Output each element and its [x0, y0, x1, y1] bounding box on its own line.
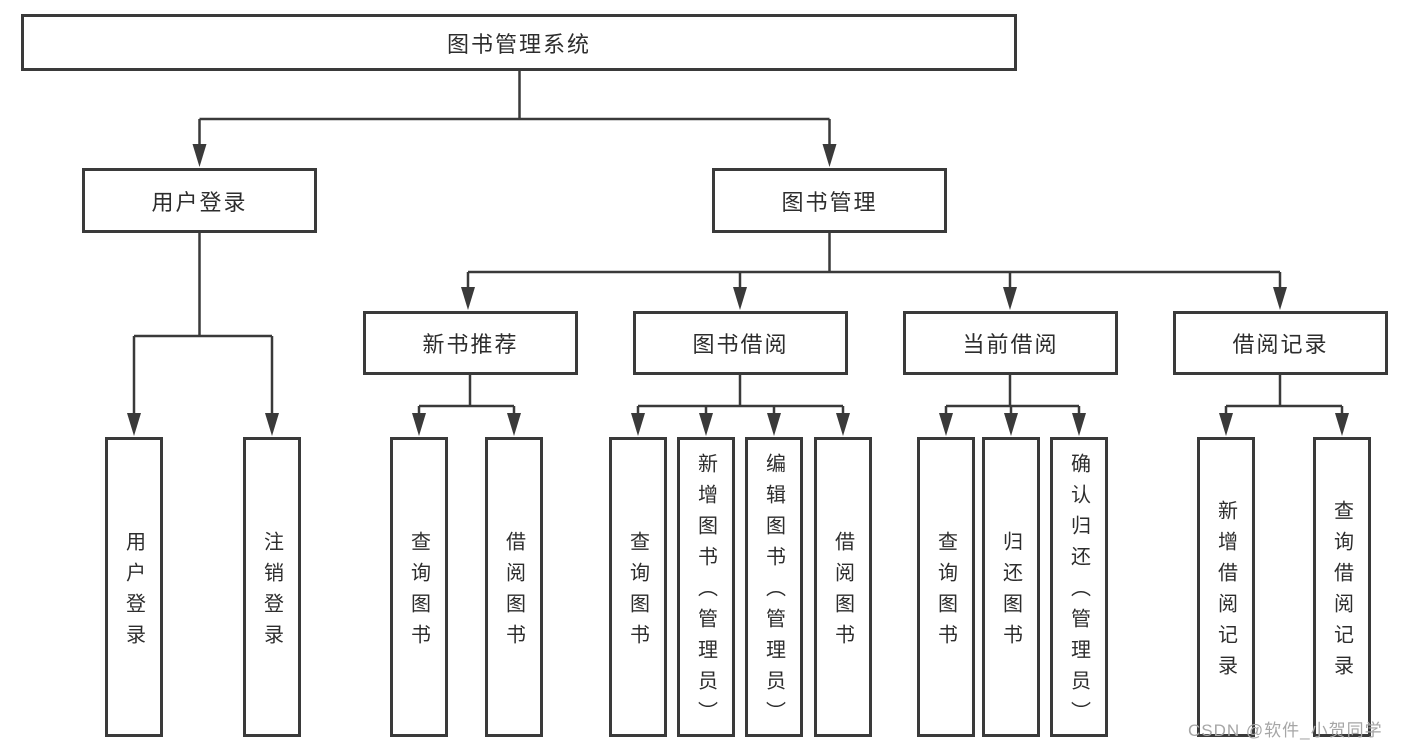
node-label: 新书推荐 — [422, 332, 519, 357]
leaf-query-books-borrowing: 查询图书 — [609, 437, 667, 737]
node-label: 借阅图书 — [831, 530, 854, 655]
leaf-query-borrow-record: 查询借阅记录 — [1313, 437, 1371, 737]
node-label: 新增借阅记录 — [1214, 499, 1237, 686]
leaf-return-book: 归还图书 — [982, 437, 1040, 737]
csdn-watermark: CSDN @软件_小贺同学 — [1188, 721, 1383, 740]
node-label: 图书管理系统 — [446, 31, 591, 57]
node-label: 借阅图书 — [502, 530, 525, 655]
leaf-edit-book-admin: 编辑图书（管理员） — [745, 437, 803, 737]
arrowheads — [127, 144, 1349, 436]
node-label: 新增图书（管理员） — [694, 453, 717, 732]
leaf-confirm-return-admin: 确认归还（管理员） — [1050, 437, 1108, 737]
leaf-user-login: 用户登录 — [105, 437, 163, 737]
node-borrowing-records: 借阅记录 — [1173, 311, 1388, 375]
node-user-login-group: 用户登录 — [82, 168, 317, 233]
leaf-borrow-books-borrowing: 借阅图书 — [814, 437, 872, 737]
node-label: 查询图书 — [407, 530, 430, 655]
node-current-borrowing: 当前借阅 — [903, 311, 1118, 375]
node-label: 用户登录 — [151, 189, 248, 215]
node-book-management: 图书管理 — [712, 168, 947, 233]
leaf-logout-login: 注销登录 — [243, 437, 301, 737]
node-label: 当前借阅 — [962, 332, 1059, 357]
node-book-borrowing: 图书借阅 — [633, 311, 848, 375]
node-label: 查询借阅记录 — [1330, 499, 1353, 686]
node-label: 归还图书 — [999, 530, 1022, 655]
node-new-book-recommendation: 新书推荐 — [363, 311, 578, 375]
leaf-add-borrow-record: 新增借阅记录 — [1197, 437, 1255, 737]
node-label: 图书借阅 — [692, 332, 789, 357]
node-label: 确认归还（管理员） — [1067, 453, 1090, 732]
node-label: 注销登录 — [260, 530, 283, 655]
node-label: 图书管理 — [781, 189, 878, 215]
leaf-query-books-current: 查询图书 — [917, 437, 975, 737]
node-label: 查询图书 — [934, 530, 957, 655]
leaf-add-book-admin: 新增图书（管理员） — [677, 437, 735, 737]
node-label: 查询图书 — [626, 530, 649, 655]
node-label: 用户登录 — [122, 530, 145, 655]
leaf-borrow-books-recommend: 借阅图书 — [485, 437, 543, 737]
node-label: 编辑图书（管理员） — [762, 453, 785, 732]
leaf-query-books-recommend: 查询图书 — [390, 437, 448, 737]
node-library-management-system: 图书管理系统 — [21, 14, 1017, 71]
node-label: 借阅记录 — [1232, 332, 1329, 357]
